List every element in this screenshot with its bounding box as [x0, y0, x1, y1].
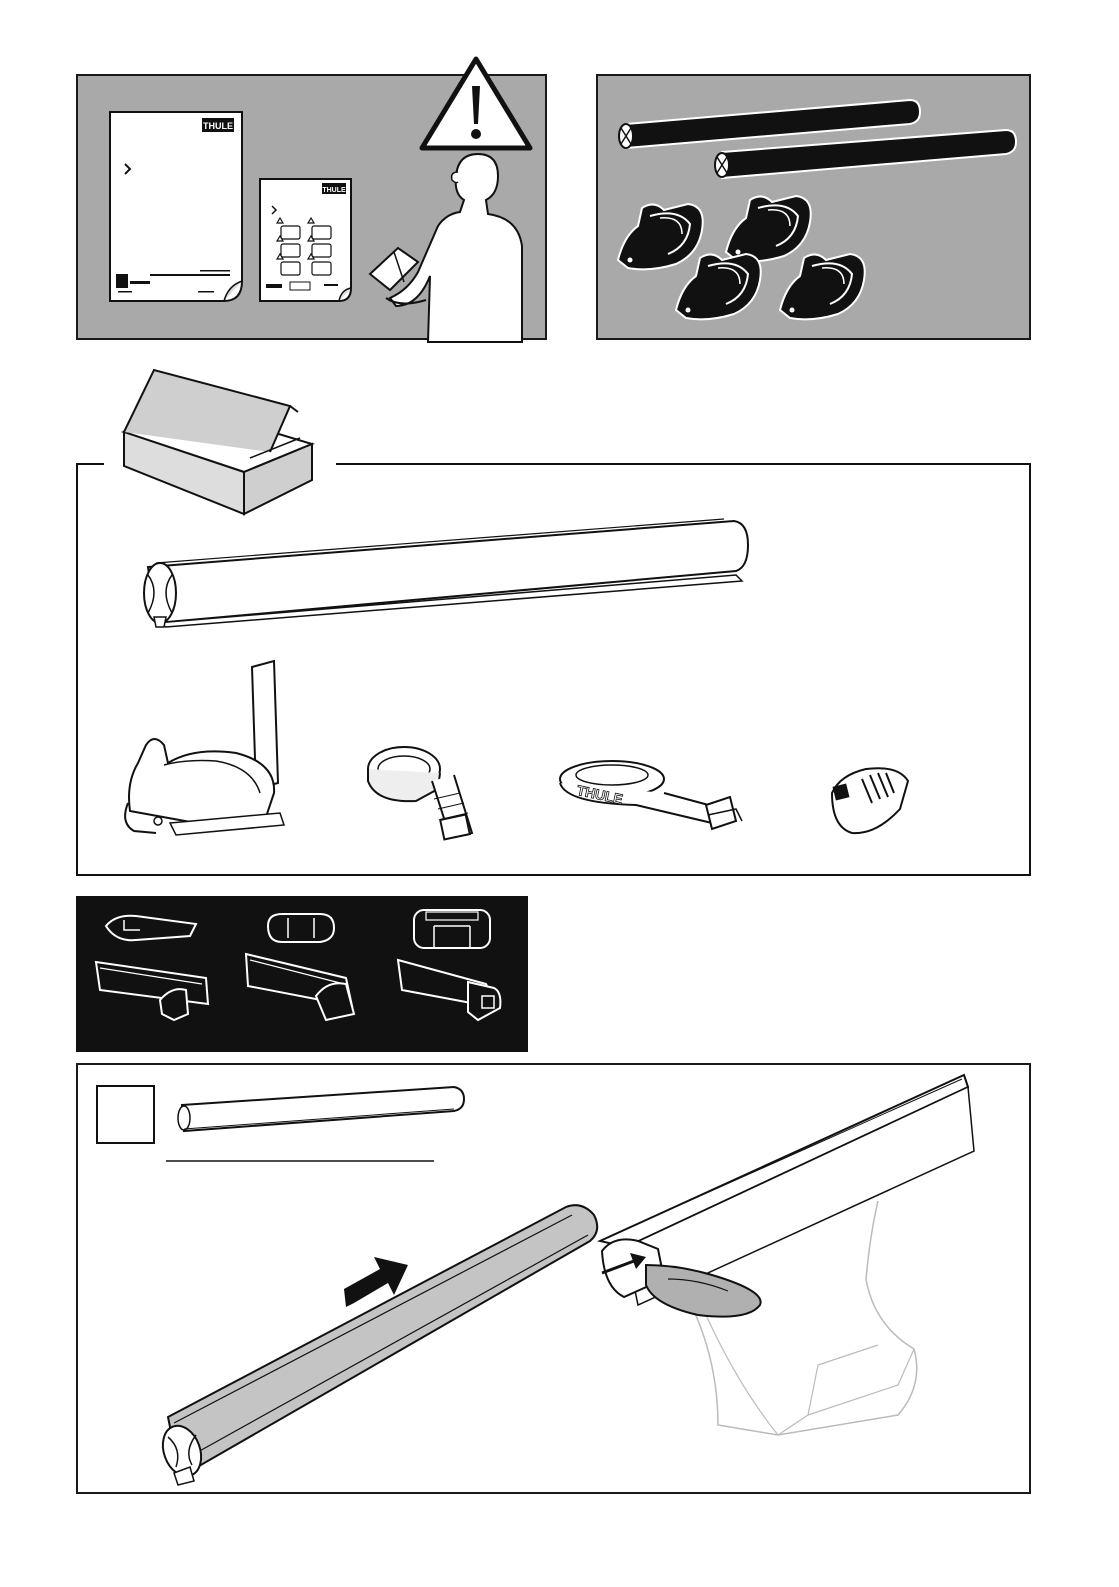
- step-bar-thumbnail: [178, 1087, 464, 1131]
- foot-dark-3: [676, 254, 761, 319]
- bar-profiles-panel: [76, 896, 528, 1052]
- aero-profile: [96, 916, 208, 1020]
- large-instruction-sheet: THULE: [110, 112, 242, 301]
- person-reading-figure: [370, 154, 522, 342]
- small-sheet-logo: THULE: [322, 187, 346, 194]
- wing-profile: [246, 914, 354, 1020]
- small-instruction-sheet: THULE: [260, 179, 351, 301]
- warning-triangle-icon: [422, 59, 530, 148]
- foot-with-upright: [125, 661, 284, 835]
- large-sheet-logo: THULE: [203, 121, 233, 131]
- rubber-strap: [368, 747, 472, 839]
- inserted-bar: [156, 1205, 597, 1485]
- long-bar-adapter: [144, 519, 748, 627]
- instructions-panel: THULE THULE: [76, 74, 547, 340]
- contents-overview-panel: [596, 74, 1031, 340]
- foot-dark-2: [726, 196, 811, 261]
- step-panel: [76, 1063, 1031, 1494]
- cam-strap: THULE: [560, 761, 742, 829]
- roof-bar-on-foot: [600, 1075, 974, 1435]
- end-cap: [832, 768, 908, 833]
- contents-frame: THULE: [76, 463, 1031, 876]
- square-profile: [398, 910, 500, 1020]
- foot-dark-4: [780, 254, 865, 319]
- foot-dark-1: [618, 204, 703, 269]
